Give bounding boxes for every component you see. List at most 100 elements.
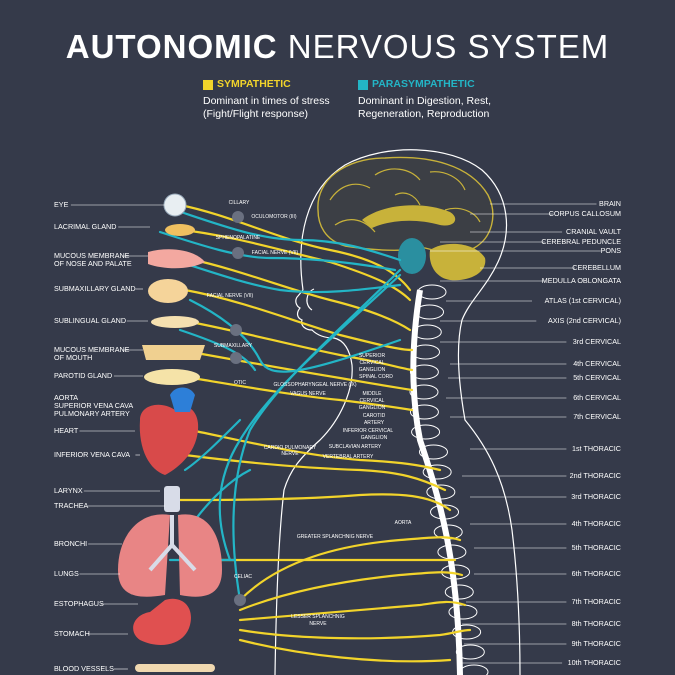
sympathetic-nerve-13	[238, 638, 452, 663]
center-label-ganglion-11: GANGLION	[358, 367, 386, 373]
blood-vessel-shape	[135, 664, 215, 672]
sympathetic-swatch	[203, 79, 213, 90]
vertebra-9	[422, 464, 452, 480]
leader-lines	[70, 203, 601, 670]
label-2nd-thoracic-15: 2nd THORACIC	[569, 471, 621, 480]
vertebra-18	[455, 644, 485, 660]
sympathetic-label: SYMPATHETIC	[217, 78, 291, 90]
title-bold: AUTONOMIC	[65, 28, 278, 65]
lacrimal-gland-shape	[165, 224, 195, 236]
legend-parasympathetic: PARASYMPATHETIC Dominant in Digestion, R…	[358, 78, 491, 121]
cerebellum-shape	[429, 243, 486, 281]
sympathetic-nerve-6	[178, 374, 414, 412]
sympathetic-nerve-5	[178, 348, 414, 392]
label-axis-2nd-cervical-8: AXIS (2nd CERVICAL)	[548, 316, 621, 325]
vertebra-15	[444, 584, 474, 600]
legend-sympathetic: SYMPATHETIC Dominant in times of stress …	[203, 78, 330, 121]
brain-group	[317, 156, 494, 281]
aorta-shape	[170, 387, 195, 412]
bronchi-shape	[148, 515, 197, 572]
label-7th-cervical-13: 7th CERVICAL	[573, 412, 621, 421]
submaxillary-gland-shape	[148, 279, 188, 303]
mouth-membrane-shape	[142, 345, 205, 360]
brain-shape	[317, 156, 494, 254]
page-title: AUTONOMIC NERVOUS SYSTEM	[0, 28, 675, 66]
parotid-gland-shape	[144, 369, 200, 385]
sympathetic-nerve-7	[188, 428, 442, 472]
label-heart-12: HEART	[54, 426, 79, 435]
label-6th-thoracic-19: 6th THORACIC	[571, 569, 621, 578]
center-label-glossopharyngeal-nerve-ix-7: GLOSSOPHARYNGEAL NERVE (IX)	[273, 382, 357, 388]
parasympathetic-nerve-6	[218, 273, 402, 562]
center-label-cervical-14: CERVICAL	[359, 398, 385, 404]
label-stomach-19: STOMACH	[54, 629, 90, 638]
label-1st-thoracic-14: 1st THORACIC	[572, 444, 621, 453]
center-label-carotid-16: CAROTID	[362, 413, 386, 419]
center-label-vagus-nerve-8: VAGUS NERVE	[290, 391, 326, 397]
vertebra-3	[411, 344, 441, 360]
label-trachea-15: TRACHEA	[54, 501, 89, 510]
spine-group	[409, 284, 489, 675]
vertebra-8	[418, 444, 448, 460]
corpus-callosum	[362, 205, 456, 228]
center-label-superior-9: SUPERIOR	[358, 353, 386, 359]
title-light: NERVOUS SYSTEM	[277, 28, 610, 65]
vertebra-2	[412, 324, 442, 340]
pons-shape	[398, 238, 426, 274]
parasympathetic-nerve-1	[158, 230, 397, 272]
center-label-spinal-cord-12: SPINAL CORD	[359, 374, 393, 380]
center-label-artery-17: ARTERY	[363, 420, 385, 426]
center-label-vertebral-artery-23: VERTEBRAL ARTERY	[322, 454, 374, 460]
center-label-ganglion-15: GANGLION	[358, 405, 386, 411]
label-of-nose-and-palate-3: OF NOSE AND PALATE	[54, 259, 132, 268]
center-label-celiac-26: CELIAC	[233, 574, 253, 580]
sympathetic-nerve-10	[238, 571, 464, 612]
center-label-oculomotor-iii-1: OCULOMOTOR (III)	[251, 214, 297, 220]
sympathetic-nerve-0	[178, 203, 412, 292]
label-eye-0: EYE	[54, 200, 69, 209]
vertebra-6	[409, 404, 439, 420]
parasympathetic-nerve-0	[173, 208, 402, 262]
label-pulmonary-artery-11: PULMONARY ARTERY	[54, 409, 130, 418]
vertebra-19	[459, 664, 489, 675]
center-label-subclavian-artery-22: SUBCLAVIAN ARTERY	[328, 444, 382, 450]
ganglion-2	[230, 324, 242, 336]
center-label-aorta-24: AORTA	[394, 520, 412, 526]
ganglion-1	[232, 247, 244, 259]
parasympathetic-nerve-5	[232, 268, 402, 602]
parasympathetic-nerve-7	[183, 418, 242, 472]
label-parotid-gland-8: PAROTID GLAND	[54, 371, 113, 380]
center-label-submaxillary-5: SUBMAXILLARY	[213, 343, 253, 349]
head-outline	[300, 149, 521, 675]
label-blood-vessels-20: BLOOD VESSELS	[54, 664, 114, 673]
center-label-facial-nerve-vii-3: FACIAL NERVE (VII)	[251, 250, 299, 256]
organ-group	[118, 193, 222, 672]
vertebra-7	[411, 424, 441, 440]
label-medulla-oblongata-6: MEDULLA OBLONGATA	[541, 276, 621, 285]
parasympathetic-swatch	[358, 79, 368, 90]
sympathetic-text-1: Dominant in times of stress	[203, 95, 330, 107]
label-mucous-membrane-2: MUCOUS MEMBRANE	[54, 251, 130, 260]
center-label-facial-nerve-vii-4: FACIAL NERVE (VII)	[206, 293, 254, 299]
label-6th-cervical-12: 6th CERVICAL	[573, 393, 621, 402]
parasympathetic-nerve-8	[193, 468, 252, 522]
label-larynx-14: LARYNX	[54, 486, 83, 495]
stomach-shape	[133, 598, 191, 645]
spinal-cord	[410, 289, 463, 675]
center-label-nerve-28: NERVE	[309, 621, 327, 627]
label-submaxillary-gland-4: SUBMAXILLARY GLAND	[54, 284, 136, 293]
vertebra-4	[409, 364, 439, 380]
center-label-ganglion-19: GANGLION	[360, 435, 388, 441]
label-inferior-vena-cava-13: INFERIOR VENA CAVA	[54, 450, 131, 459]
ganglion-3	[230, 352, 242, 364]
nerve-network	[158, 203, 472, 663]
vertebra-16	[448, 604, 478, 620]
parasympathetic-nerve-4	[178, 328, 257, 372]
left-lung-shape	[118, 514, 170, 597]
vertebra-5	[409, 384, 439, 400]
label-8th-thoracic-21: 8th THORACIC	[571, 619, 621, 628]
vertebra-11	[430, 504, 460, 520]
center-label-cardio-pulmonary-20: CARDIO PULMONARY	[263, 445, 317, 451]
